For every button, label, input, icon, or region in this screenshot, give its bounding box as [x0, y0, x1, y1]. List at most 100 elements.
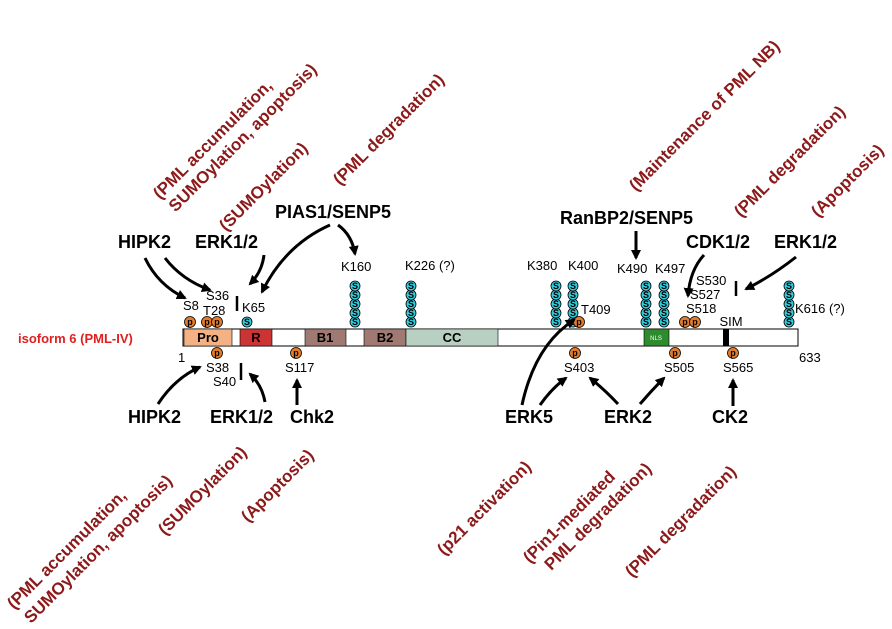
sumo-icon: S [550, 280, 562, 292]
sumo-icon: S [640, 280, 652, 292]
site-s403: S403 [564, 360, 594, 375]
sumo-icon: S [783, 298, 795, 310]
function-maintenance-pml-nb: (Maintenance of PML NB) [625, 37, 783, 195]
svg-text:S: S [408, 317, 414, 327]
sumo-icon: S [349, 307, 361, 319]
domain-r [239, 328, 273, 347]
sumo-icon: S [567, 298, 579, 310]
phospho-icon: p [201, 316, 213, 328]
sumo-icon: S [405, 280, 417, 292]
site-t409: T409 [581, 302, 611, 317]
sumo-icon: S [658, 307, 670, 319]
site-k65: K65 [242, 300, 265, 315]
site-s38: S38 [206, 360, 229, 375]
svg-text:S: S [643, 290, 649, 300]
svg-text:S: S [786, 317, 792, 327]
domain-cc-label: CC [443, 330, 462, 345]
function-pml-accumulation-bottom-2: SUMOylation, apoptosis) [20, 471, 176, 627]
phospho-icon: p [679, 316, 691, 328]
domain-r-label: R [251, 330, 261, 345]
function-pml-degradation-top-1: (PML degradation) [329, 70, 448, 189]
svg-text:S: S [352, 281, 358, 291]
svg-text:S: S [408, 290, 414, 300]
domain-b1-label: B1 [317, 330, 334, 345]
svg-text:S: S [643, 317, 649, 327]
domain-b1 [304, 328, 347, 347]
function-p21-activation: (p21 activation) [433, 457, 535, 559]
sumo-icon: S [658, 316, 670, 328]
phospho-icon: p [573, 316, 585, 328]
arrow-erk5-s403 [538, 376, 568, 406]
site-k400: K400 [568, 258, 598, 273]
sumo-icon: S [567, 280, 579, 292]
svg-text:p: p [572, 348, 578, 358]
sumo-icon: S [783, 316, 795, 328]
site-s8: S8 [183, 298, 199, 313]
kinase-erk12-right: ERK1/2 [774, 232, 837, 252]
sumo-icon: S [349, 298, 361, 310]
phospho-icon: p [211, 347, 223, 359]
arrow-cdk12-s518 [683, 253, 706, 298]
function-apoptosis-top: (Apoptosis) [807, 141, 887, 221]
kinase-erk12-top: ERK1/2 [195, 232, 258, 252]
sumo-icon: S [349, 280, 361, 292]
sumo-icon: S [550, 307, 562, 319]
site-s518: S518 [686, 301, 716, 316]
site-k490: K490 [617, 261, 647, 276]
svg-text:p: p [692, 317, 698, 327]
arrow-hipk2-s8 [143, 257, 187, 300]
sumo-icon: S [658, 298, 670, 310]
kinase-ck2: CK2 [712, 407, 748, 427]
sumo-icon: S [349, 316, 361, 328]
sumo-icon: S [658, 289, 670, 301]
phospho-icon: p [689, 316, 701, 328]
sumo-icon: S [783, 289, 795, 301]
sumo-icon: S [567, 289, 579, 301]
svg-text:S: S [570, 281, 576, 291]
domain-pro-label: Pro [197, 330, 219, 345]
svg-text:p: p [214, 348, 220, 358]
svg-text:p: p [293, 348, 299, 358]
sumo-icon: S [241, 316, 253, 328]
domain-sim-label: SIM [719, 314, 742, 329]
arrow-erk12-s40 [248, 372, 267, 403]
site-t28: T28 [203, 303, 225, 318]
kinase-erk5: ERK5 [505, 407, 553, 427]
svg-text:S: S [553, 299, 559, 309]
start-residue: 1 [178, 350, 185, 365]
arrow-pias1-k160 [337, 223, 359, 256]
sumo-icon: S [783, 307, 795, 319]
svg-text:S: S [570, 308, 576, 318]
site-s527: S527 [690, 287, 720, 302]
site-k380: K380 [527, 258, 557, 273]
site-k616: K616 (?) [795, 301, 845, 316]
kinase-ranbp2-senp5: RanBP2/SENP5 [560, 208, 693, 228]
arrow-erk12-s530 [744, 255, 797, 291]
sumo-icon: S [550, 316, 562, 328]
svg-text:S: S [661, 281, 667, 291]
sumo-icon: S [640, 307, 652, 319]
sumo-icon: S [550, 298, 562, 310]
svg-text:S: S [786, 299, 792, 309]
phospho-icon: p [290, 347, 302, 359]
sumo-icon: S [658, 280, 670, 292]
svg-text:S: S [643, 308, 649, 318]
svg-text:S: S [661, 299, 667, 309]
site-s565: S565 [723, 360, 753, 375]
sumo-icon: S [349, 289, 361, 301]
site-s530: S530 [696, 273, 726, 288]
svg-text:p: p [682, 317, 688, 327]
kinase-cdk12: CDK1/2 [686, 232, 750, 252]
svg-text:S: S [352, 317, 358, 327]
arrow-erk2-s403 [588, 376, 620, 406]
sumo-icon: S [550, 289, 562, 301]
svg-text:S: S [244, 317, 250, 327]
svg-text:p: p [576, 317, 582, 327]
kinase-hipk2-top: HIPK2 [118, 232, 171, 252]
sumo-icon: S [640, 298, 652, 310]
svg-text:p: p [187, 317, 193, 327]
domain-nls-label: NLS [650, 336, 662, 342]
svg-text:S: S [553, 308, 559, 318]
